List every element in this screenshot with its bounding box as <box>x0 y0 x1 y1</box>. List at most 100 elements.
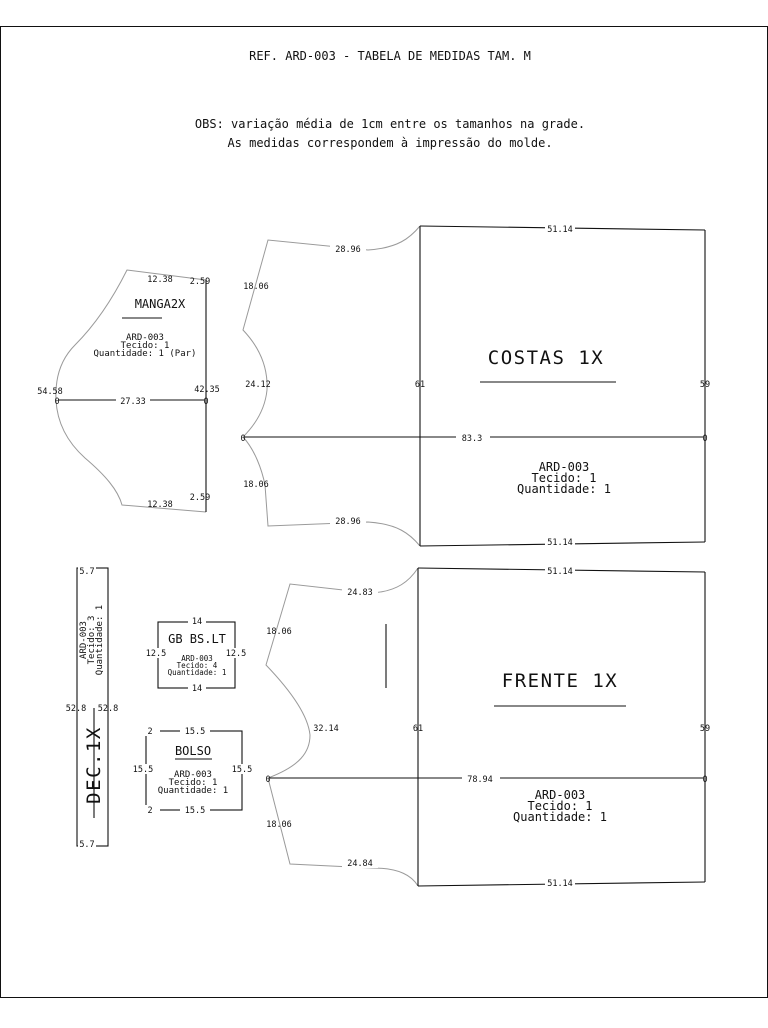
manga-fabric: Tecido: 1 <box>121 341 170 351</box>
dec-qty: Quantidade: 1 <box>95 605 105 675</box>
costas-measure-top: 51.14 <box>547 225 573 235</box>
dec-bottom-gap <box>78 839 96 849</box>
gb-ref: ARD-003 <box>181 654 213 663</box>
costas-measure-fold: 61 <box>415 380 425 390</box>
gb-qty: Quantidade: 1 <box>168 668 227 677</box>
bolso-measure-tl: 2 <box>147 727 152 737</box>
manga-qty: Quantidade: 1 (Par) <box>94 349 197 359</box>
frente-measure-fold: 61 <box>413 724 423 734</box>
bolso-measure-top: 15.5 <box>185 727 205 737</box>
dec-fabric: Tecido: 3 <box>87 616 97 665</box>
note-line-1: OBS: variação média de 1cm entre os tama… <box>195 117 585 131</box>
gb-name: GB BS.LT <box>168 632 226 646</box>
manga-measure-right: 42.35 <box>194 385 220 395</box>
frente-fabric: Tecido: 1 <box>527 799 592 813</box>
dec-ref: ARD-003 <box>79 621 89 659</box>
costas-outline <box>242 225 421 547</box>
manga-zero-right: 0 <box>203 397 208 407</box>
manga-measure-top-right: 2.59 <box>190 277 210 287</box>
frente-measure-top: 51.14 <box>547 567 573 577</box>
costas-measure-side-bottom: 18.06 <box>243 480 269 490</box>
costas-neck-bottom-gap <box>330 516 366 526</box>
frente-neck-top-gap <box>342 587 378 597</box>
dec-top-gap <box>78 566 96 576</box>
bolso-right-gap <box>230 764 256 774</box>
manga-center-gap <box>116 396 150 406</box>
costas-bottom-gap <box>545 537 575 547</box>
costas-measure-right: 59 <box>700 380 710 390</box>
bolso-fabric: Tecido: 1 <box>169 778 218 788</box>
costas-measure-bottom: 51.14 <box>547 538 573 548</box>
frente-measure-side-top: 18.06 <box>266 627 292 637</box>
bolso-name: BOLSO <box>175 744 211 758</box>
frente-measure-right: 59 <box>700 724 710 734</box>
costas-ref: ARD-003 <box>539 460 590 474</box>
bolso-measure-right: 15.5 <box>232 765 252 775</box>
gb-measure-right: 12.5 <box>226 649 246 659</box>
frente-measure-bottom: 51.14 <box>547 879 573 889</box>
bolso-left-gap <box>130 764 156 774</box>
bolso-measure-left: 15.5 <box>133 765 153 775</box>
frente-zero-right: 0 <box>702 775 707 785</box>
frente-outline <box>265 567 419 887</box>
manga-measure-bottom-left: 12.38 <box>147 500 173 510</box>
costas-measure-arm: 24.12 <box>245 380 271 390</box>
bolso-bottom-gap <box>180 805 210 815</box>
frente-ref: ARD-003 <box>535 788 586 802</box>
frente-top-gap <box>545 566 575 576</box>
frente-measure-center: 78.94 <box>467 775 493 785</box>
gb-fabric: Tecido: 4 <box>177 661 218 670</box>
manga-zero-left: 0 <box>54 397 59 407</box>
bolso-measure-bottom: 15.5 <box>185 806 205 816</box>
bolso-top-gap <box>180 726 210 736</box>
frente-measure-neck-top: 24.83 <box>347 588 373 598</box>
gb-bottom-gap <box>188 683 206 693</box>
sheet-title: REF. ARD-003 - TABELA DE MEDIDAS TAM. M <box>249 49 531 63</box>
costas-center-gap <box>456 432 490 442</box>
frente-name: FRENTE 1X <box>502 670 618 692</box>
frente-measure-arm: 32.14 <box>313 724 339 734</box>
piece-manga: 12.38 2.59 MANGA2X ARD-003 Tecido: 1 Qua… <box>37 269 220 513</box>
gb-top-gap <box>188 616 206 626</box>
frente-measure-side-bottom: 18.06 <box>266 820 292 830</box>
dec-measure-mid-left: 52.8 <box>66 704 86 714</box>
frente-zero-left: 0 <box>265 775 270 785</box>
frente-neck-bottom-gap <box>342 858 378 868</box>
costas-zero-left: 0 <box>240 434 245 444</box>
sheet-frame <box>0 26 768 998</box>
bolso-ref: ARD-003 <box>174 770 212 780</box>
gb-measure-top: 14 <box>192 617 202 627</box>
gb-measure-left: 12.5 <box>146 649 166 659</box>
frente-measure-neck-bottom: 24.84 <box>347 859 373 869</box>
costas-top-gap <box>545 224 575 234</box>
manga-outline <box>55 269 207 513</box>
frente-center-gap <box>462 773 500 783</box>
manga-measure-bottom-right: 2.59 <box>190 493 210 503</box>
costas-measure-side-top: 18.06 <box>243 282 269 292</box>
gb-right-gap <box>224 648 250 658</box>
costas-name: COSTAS 1X <box>488 347 604 369</box>
dec-measure-bottom: 5.7 <box>79 840 94 850</box>
manga-ref: ARD-003 <box>126 333 164 343</box>
piece-costas: 51.14 28.96 18.06 24.12 61 59 COSTAS 1X … <box>240 224 710 548</box>
bolso-tl-gap <box>140 726 160 736</box>
bolso-qty: Quantidade: 1 <box>158 786 228 796</box>
bolso-measure-bl: 2 <box>147 806 152 816</box>
manga-measure-top-left: 12.38 <box>147 275 173 285</box>
frente-qty: Quantidade: 1 <box>513 810 607 824</box>
costas-fabric: Tecido: 1 <box>531 471 596 485</box>
costas-qty: Quantidade: 1 <box>517 482 611 496</box>
piece-dec: 5.7 5.7 52.8 52.8 ARD-003 Tecido: 3 Quan… <box>66 566 118 850</box>
piece-frente: 51.14 24.83 18.06 FRENTE 1X 32.14 61 59 … <box>265 566 710 889</box>
manga-name: MANGA2X <box>135 297 186 311</box>
costas-measure-neck-top: 28.96 <box>335 245 361 255</box>
costas-measure-neck-bottom: 28.96 <box>335 517 361 527</box>
bolso-bl-gap <box>140 805 160 815</box>
costas-neck-top-gap <box>330 244 366 254</box>
dec-name: DEC.1X <box>83 726 105 804</box>
gb-measure-bottom: 14 <box>192 684 202 694</box>
note-line-2: As medidas correspondem à impressão do m… <box>227 136 552 150</box>
gb-left-gap <box>142 648 168 658</box>
costas-measure-center: 83.3 <box>462 434 482 444</box>
